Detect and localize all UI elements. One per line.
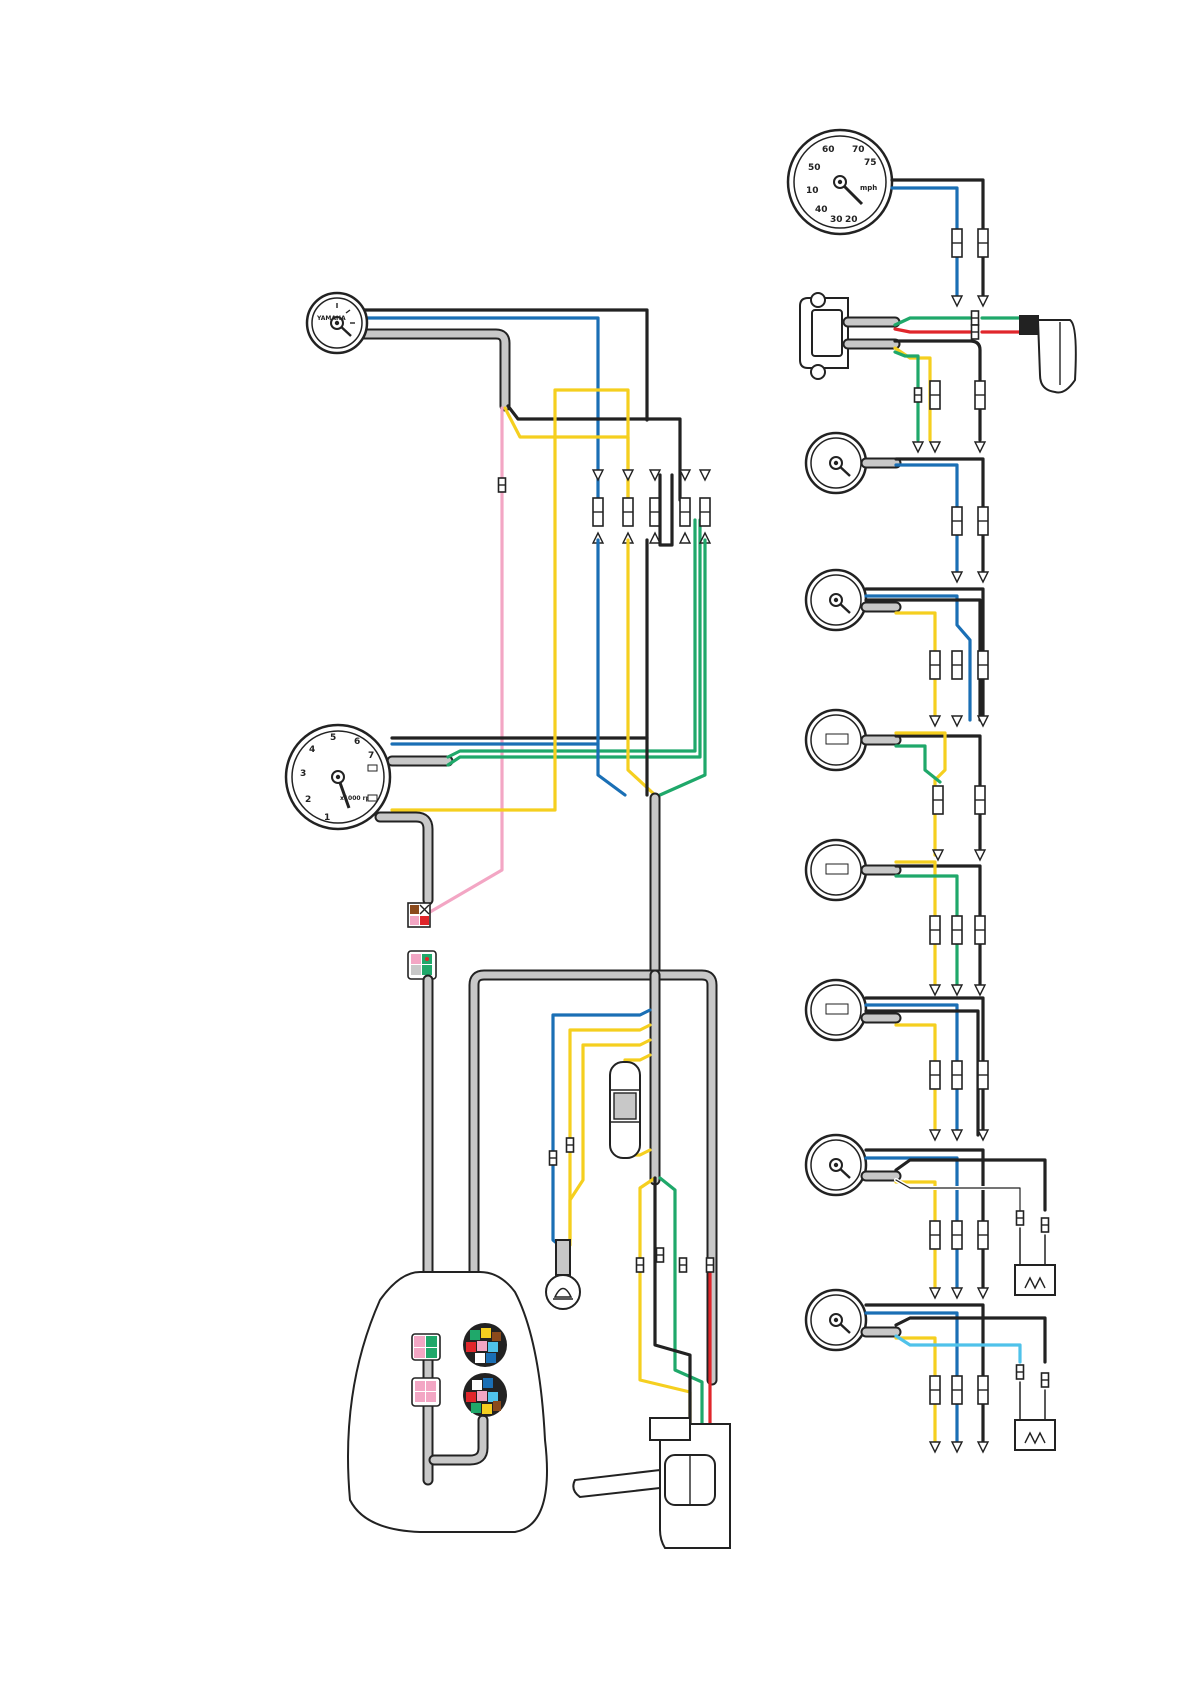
main-connector-a bbox=[408, 903, 430, 927]
gauge-row-trim bbox=[806, 433, 988, 582]
round-connector-1 bbox=[463, 1323, 507, 1367]
speedo-number-60: 60 bbox=[822, 145, 835, 155]
gauge-brand: YAMAHA bbox=[316, 315, 346, 322]
central-connectors bbox=[593, 470, 710, 545]
tach-number-7: 7 bbox=[368, 751, 374, 761]
main-connector-b bbox=[408, 951, 436, 979]
buzzer-wiring bbox=[546, 1010, 650, 1309]
round-connector-2 bbox=[463, 1373, 507, 1417]
hour-meter-gauge-2 bbox=[806, 840, 985, 995]
remote-box-wiring bbox=[637, 1178, 714, 1424]
wire-blue bbox=[344, 318, 598, 500]
remote-control-box bbox=[573, 1418, 730, 1548]
speedo-unit: mph bbox=[860, 184, 877, 192]
tach-number-2: 2 bbox=[305, 795, 311, 805]
harness-trim bbox=[344, 334, 505, 406]
tach-number-4: 4 bbox=[309, 745, 315, 755]
voltmeter-gauge bbox=[806, 570, 988, 726]
tach-number-6: 6 bbox=[354, 737, 360, 747]
fuel-gauge bbox=[806, 1135, 1055, 1298]
speedo-number-10: 10 bbox=[806, 186, 819, 196]
wire-black-2 bbox=[508, 406, 680, 500]
speedo-number-50: 50 bbox=[808, 163, 821, 173]
key-switch-panel bbox=[348, 1272, 547, 1532]
relay-unit bbox=[610, 1062, 640, 1158]
multifunction-gauge bbox=[806, 980, 988, 1140]
speedo-number-75: 75 bbox=[864, 158, 877, 168]
trim-gauge: YAMAHA bbox=[307, 293, 367, 353]
tach-number-5: 5 bbox=[330, 733, 336, 743]
speedo-number-20: 20 bbox=[845, 215, 858, 225]
speedometer-gauge: 20 30 40 10 50 60 70 75 mph bbox=[788, 130, 892, 234]
speedo-number-30: 30 bbox=[830, 215, 843, 225]
tachometer-gauge: 1 2 3 4 5 6 7 x1000 rpm bbox=[286, 725, 390, 829]
wire-pink bbox=[430, 408, 502, 912]
wire-black bbox=[344, 310, 647, 420]
tach-number-1: 1 bbox=[324, 813, 330, 823]
speedo-number-40: 40 bbox=[815, 205, 828, 215]
speed-sensor-assembly bbox=[800, 293, 1076, 452]
water-temp-gauge bbox=[806, 1290, 1055, 1452]
speedometer-wiring bbox=[892, 180, 988, 306]
harness-trim-inner bbox=[344, 334, 505, 406]
fuel-sender bbox=[1015, 1265, 1055, 1295]
wire-yellow bbox=[505, 408, 628, 500]
temperature-sender bbox=[1015, 1420, 1055, 1450]
tach-number-3: 3 bbox=[300, 769, 306, 779]
hour-meter-gauge bbox=[806, 710, 985, 860]
speedo-number-70: 70 bbox=[852, 145, 865, 155]
